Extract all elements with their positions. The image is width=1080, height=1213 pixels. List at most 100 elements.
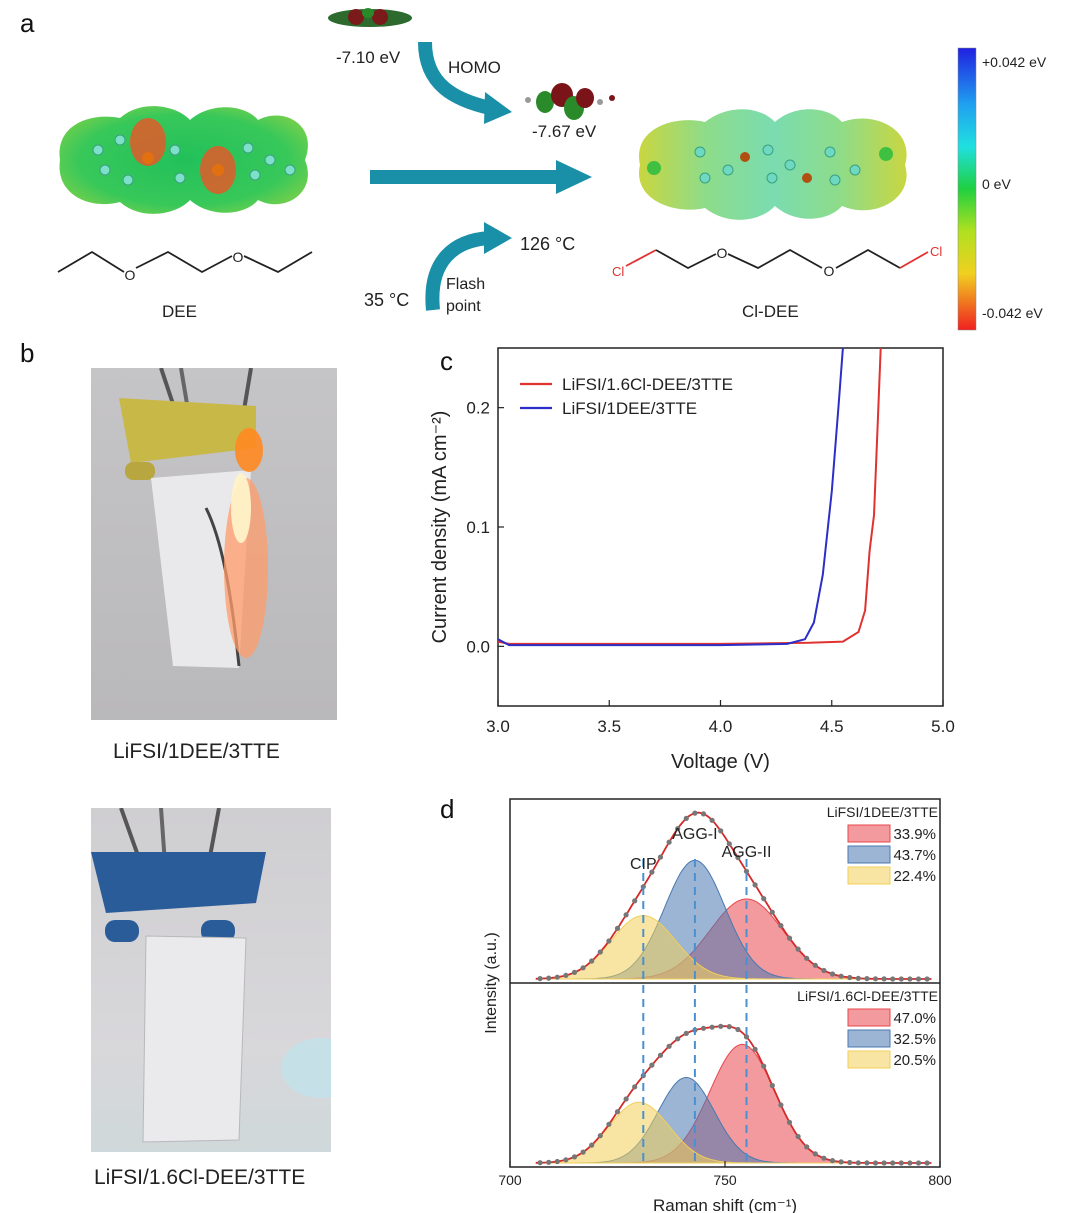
data-point xyxy=(649,869,655,875)
series-line-1 xyxy=(497,347,844,647)
x-tick-label: 3.5 xyxy=(597,717,621,736)
legend-percent: 20.5% xyxy=(893,1052,936,1069)
data-point xyxy=(838,973,844,979)
data-point xyxy=(623,912,629,918)
colorbar-min: -0.042 eV xyxy=(982,305,1043,321)
data-point xyxy=(761,896,767,902)
data-point xyxy=(623,1096,629,1102)
homo-energy-top: -7.10 eV xyxy=(336,48,401,67)
photo-cldee-nonburning xyxy=(91,808,331,1152)
y-tick-label: 0.2 xyxy=(466,399,490,418)
cldee-cl-right: Cl xyxy=(930,244,942,259)
homo-arrow xyxy=(418,41,512,124)
caption-cldee: LiFSI/1.6Cl-DEE/3TTE xyxy=(94,1166,306,1189)
data-point xyxy=(890,976,896,982)
data-point xyxy=(786,935,793,941)
colorbar-mid: 0 eV xyxy=(982,176,1011,192)
panel-label-c: c xyxy=(440,346,453,376)
data-point xyxy=(735,854,741,861)
panel-label-d: d xyxy=(440,794,455,824)
data-point xyxy=(606,1121,612,1127)
data-point xyxy=(821,967,827,974)
data-point xyxy=(821,1155,827,1161)
homo-orbital-top xyxy=(328,8,412,27)
data-point xyxy=(537,1160,543,1166)
data-point xyxy=(812,962,818,968)
data-point xyxy=(735,1026,741,1033)
data-point xyxy=(907,976,913,982)
data-point xyxy=(752,1046,758,1052)
peak-annotation-1: AGG-I xyxy=(672,826,717,843)
data-point xyxy=(915,1160,922,1166)
legend-swatch xyxy=(847,1050,891,1069)
legend-swatch xyxy=(847,824,891,843)
data-point xyxy=(915,976,922,982)
data-point xyxy=(795,946,801,952)
data-point xyxy=(864,976,870,982)
data-point xyxy=(580,965,586,971)
x-tick-label: 750 xyxy=(713,1172,737,1188)
data-point xyxy=(872,976,879,982)
flash-point-arrow xyxy=(425,222,512,311)
x-tick-label: 800 xyxy=(928,1172,952,1188)
x-axis-label: Voltage (V) xyxy=(671,751,770,773)
data-point xyxy=(829,971,836,977)
x-tick-label: 700 xyxy=(498,1172,522,1188)
x-tick-label: 4.5 xyxy=(820,717,844,736)
data-point xyxy=(554,1158,560,1165)
data-point xyxy=(683,1030,689,1036)
data-point xyxy=(778,923,784,929)
data-point xyxy=(804,955,810,961)
data-point xyxy=(838,1159,844,1165)
panel-title-0: LiFSI/1DEE/3TTE xyxy=(827,804,938,820)
data-point xyxy=(855,1160,861,1166)
homo-label: HOMO xyxy=(448,58,501,77)
flash-point-low: 35 °C xyxy=(364,290,410,310)
data-point xyxy=(829,1158,836,1164)
data-point xyxy=(881,1160,887,1166)
data-point xyxy=(606,938,612,944)
data-point xyxy=(804,1144,810,1150)
data-point xyxy=(761,1063,767,1069)
data-point xyxy=(881,976,887,982)
y-tick-label: 0.1 xyxy=(466,518,490,537)
data-point xyxy=(855,975,861,981)
data-point xyxy=(675,1036,681,1042)
x-tick-label: 5.0 xyxy=(931,717,955,736)
data-point xyxy=(700,1025,707,1031)
legend-swatch xyxy=(847,1029,891,1048)
cldee-name: Cl-DEE xyxy=(742,302,799,321)
dee-structure xyxy=(57,250,313,274)
data-point xyxy=(743,868,750,874)
data-point xyxy=(580,1149,586,1155)
colorbar-max: +0.042 eV xyxy=(982,54,1047,70)
legend-label-1: LiFSI/1DEE/3TTE xyxy=(562,399,697,418)
data-point xyxy=(666,1043,672,1049)
data-point xyxy=(743,1034,750,1040)
data-point xyxy=(718,828,724,834)
legend-swatch xyxy=(847,1008,891,1027)
flash-point-label-1: Flash xyxy=(446,276,486,293)
peak-annotation-2: AGG-II xyxy=(722,844,772,861)
data-point xyxy=(924,1160,930,1166)
cldee-esp-surface xyxy=(639,109,907,220)
data-point xyxy=(752,882,758,888)
data-point xyxy=(563,1157,569,1163)
data-point xyxy=(769,1082,775,1089)
main-arrow xyxy=(370,160,592,194)
data-point xyxy=(692,810,698,816)
dee-name: DEE xyxy=(162,302,197,321)
data-point xyxy=(709,1024,715,1030)
legend-percent: 22.4% xyxy=(893,868,936,885)
data-point xyxy=(597,1133,603,1139)
y-axis-label: Current density (mA cm⁻²) xyxy=(429,411,451,644)
data-point xyxy=(812,1151,818,1157)
legend-swatch xyxy=(847,866,891,885)
cldee-cl-left: Cl xyxy=(612,264,624,279)
data-point xyxy=(675,826,681,832)
caption-dee: LiFSI/1DEE/3TTE xyxy=(113,740,280,763)
legend-label-0: LiFSI/1.6Cl-DEE/3TTE xyxy=(562,375,733,394)
y-axis-label: Intensity (a.u.) xyxy=(483,932,500,1033)
data-point xyxy=(597,949,603,955)
data-point xyxy=(554,974,560,980)
